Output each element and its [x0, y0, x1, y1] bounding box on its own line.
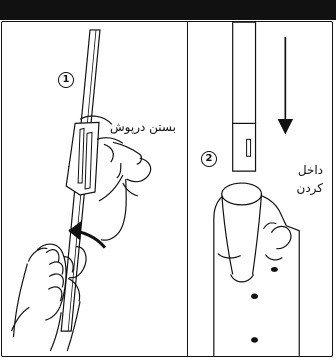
step-one-drawing: [2, 22, 187, 356]
step-one-panel: 1 بستن درپوش: [2, 22, 187, 356]
step-2-caption-line-1: داخل: [281, 164, 323, 177]
step-1-number: 1: [58, 72, 74, 88]
step-two-panel: 2 داخل کردن: [187, 22, 333, 356]
step-2-number: 2: [201, 151, 217, 167]
step-1-caption: بستن درپوش: [110, 121, 176, 134]
step-2-caption-line-2: کردن: [281, 182, 323, 195]
top-black-bar: [0, 0, 336, 20]
illustration-frame: 1 بستن درپوش: [1, 21, 333, 357]
